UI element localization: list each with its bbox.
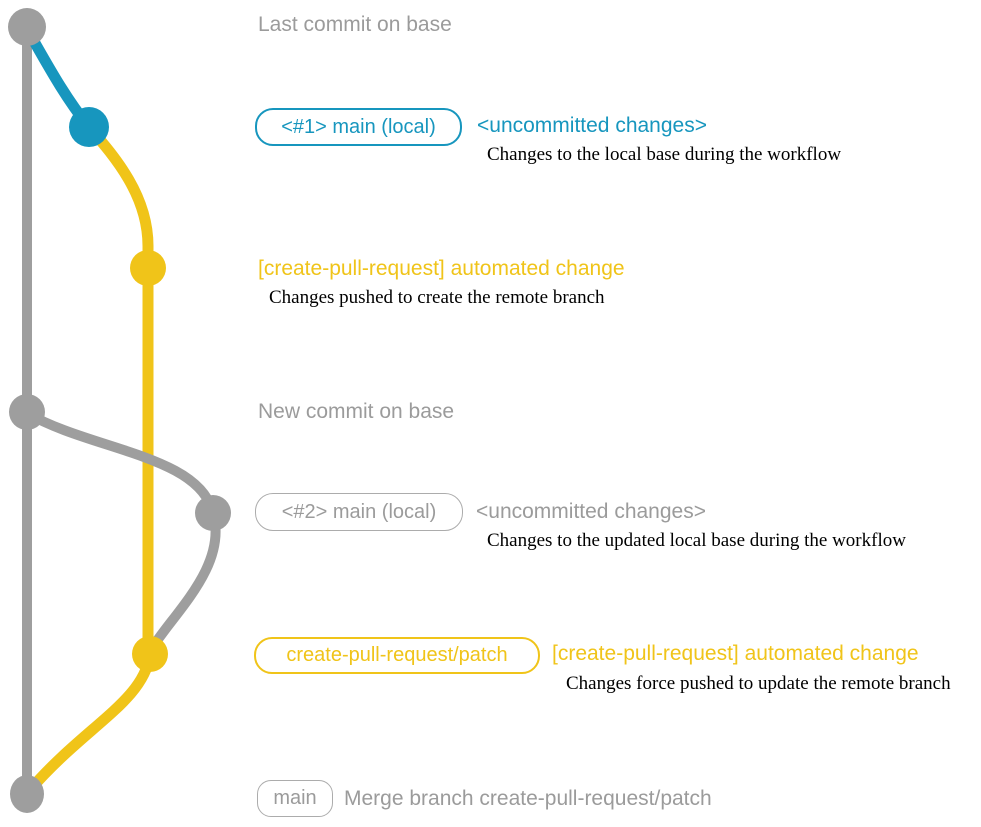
badge-main-local-2-label: <#2> main (local): [281, 500, 437, 523]
badge-main-local-2: <#2> main (local): [255, 493, 463, 531]
commit-node-merge: [10, 775, 44, 813]
merge-branch-label: Merge branch create-pull-request/patch: [344, 787, 712, 810]
last-commit-on-base-label: Last commit on base: [258, 13, 452, 36]
uncommitted-changes-1-description: Changes to the local base during the wor…: [487, 144, 842, 165]
new-commit-on-base-label: New commit on base: [258, 400, 455, 423]
commit-node-automated-2: [132, 636, 168, 672]
uncommitted-changes-2-heading: <uncommitted changes>: [476, 500, 706, 523]
commit-node-uncommitted-1: [69, 107, 109, 147]
automated-change-1-description: Changes pushed to create the remote bran…: [269, 287, 605, 308]
badge-main-local-1-label: <#1> main (local): [281, 115, 436, 138]
badge-patch-branch-label: create-pull-request/patch: [286, 644, 508, 666]
commit-node-new-base: [9, 394, 45, 430]
uncommitted-changes-1-heading: <uncommitted changes>: [477, 114, 707, 137]
badge-main-local-1: <#1> main (local): [255, 108, 462, 146]
badge-main: main: [257, 780, 333, 817]
commit-node-last-base: [8, 8, 46, 46]
badge-main-label: main: [273, 787, 317, 809]
patch-merge-line: [24, 653, 156, 795]
local-changes-branch-2-out-line: [24, 408, 218, 515]
automated-change-2-description: Changes force pushed to update the remot…: [566, 673, 951, 694]
badge-patch-branch: create-pull-request/patch: [254, 637, 540, 674]
automated-change-2-heading: [create-pull-request] automated change: [552, 642, 919, 665]
commit-node-uncommitted-2: [195, 495, 231, 531]
uncommitted-changes-2-description: Changes to the updated local base during…: [487, 530, 906, 551]
local-changes-branch-2-in-line: [147, 511, 221, 651]
patch-branch-line: [84, 123, 154, 654]
git-graph: [8, 8, 231, 813]
commit-node-automated-1: [130, 250, 166, 286]
automated-change-1-heading: [create-pull-request] automated change: [258, 257, 625, 280]
